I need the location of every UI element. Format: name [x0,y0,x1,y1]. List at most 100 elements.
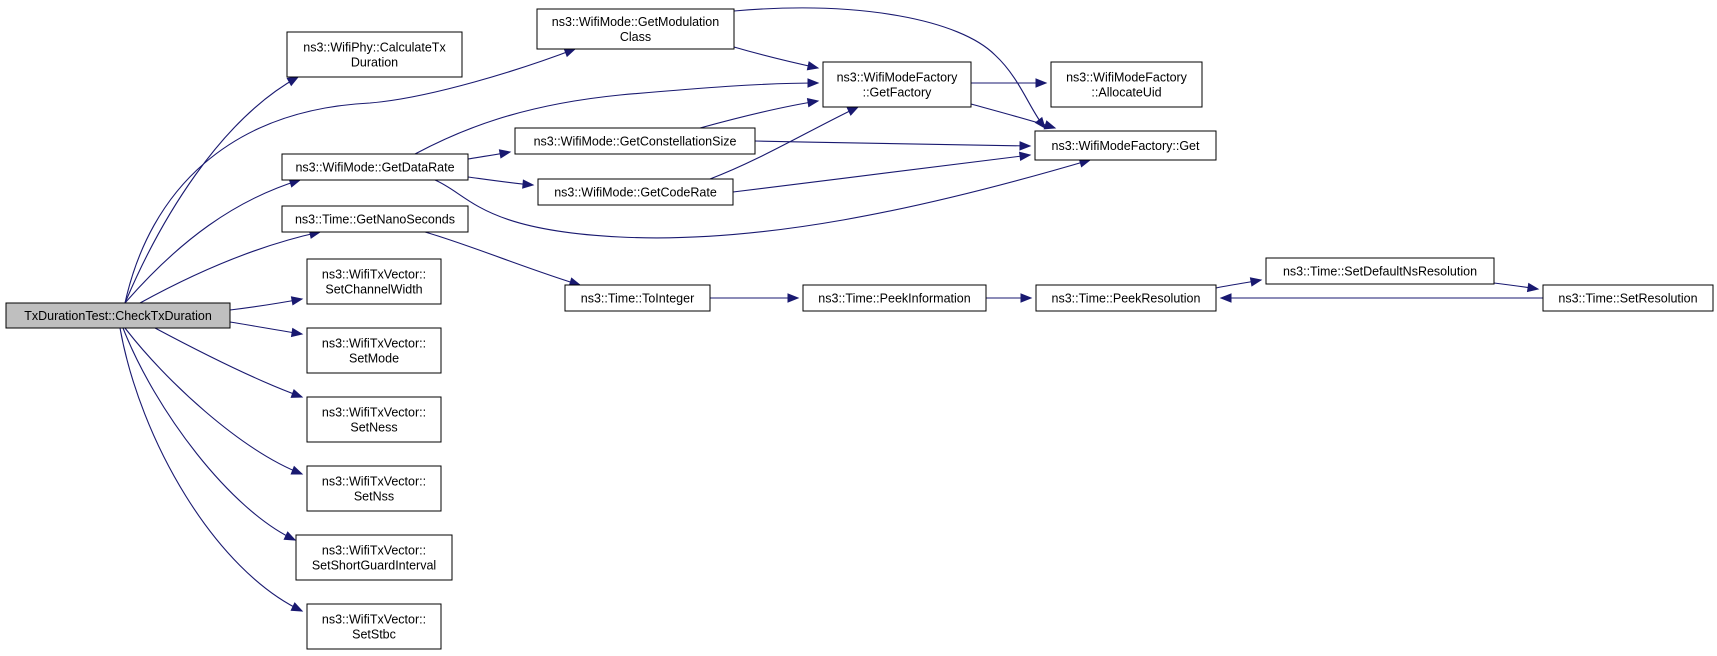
edge-line [434,159,1091,239]
arrowhead [1249,277,1263,287]
node-get-factory[interactable]: ns3::WifiModeFactory::GetFactory [822,61,972,108]
arrowhead [806,61,820,71]
node-box [306,258,442,305]
edge-line [699,100,819,129]
edge-set-default-ns-resolution-to-set-resolution [1493,282,1540,293]
node-set-mode[interactable]: ns3::WifiTxVector::SetMode [306,327,442,374]
edge-line [970,103,1056,129]
node-label: ns3::WifiModeFactory::Get [1052,139,1200,153]
call-nodes: TxDurationTest::CheckTxDurationns3::Wifi… [5,8,1714,650]
edge-peek-resolution-to-set-default-ns-resolution [1215,277,1263,289]
node-peek-information[interactable]: ns3::Time::PeekInformation [802,284,987,312]
call-edges [119,7,1543,612]
arrowhead [286,76,300,87]
edge-check-tx-duration-to-set-short-guard-interval [122,327,297,541]
node-set-ness[interactable]: ns3::WifiTxVector::SetNess [306,396,442,443]
arrowhead [846,106,860,116]
edge-get-constellation-size-to-get-factory [699,97,820,129]
arrowhead [563,48,577,58]
node-set-default-ns-resolution[interactable]: ns3::Time::SetDefaultNsResolution [1265,257,1495,285]
node-box [536,8,735,50]
arrowhead [290,388,304,398]
node-set-short-guard-interval[interactable]: ns3::WifiTxVector::SetShortGuardInterval [295,534,453,581]
edge-check-tx-duration-to-set-stbc [119,327,304,612]
arrowhead [290,296,304,306]
node-check-tx-duration[interactable]: TxDurationTest::CheckTxDuration [5,302,231,329]
edge-get-data-rate-to-get-constellation-size [467,149,512,160]
node-label: ns3::WifiMode::GetConstellationSize [534,135,737,149]
node-box [1034,130,1217,161]
edge-get-factory-to-factory-get [970,103,1057,130]
edge-get-factory-to-allocate-uid [971,78,1048,88]
node-box [1265,257,1495,285]
node-label: SetNss [354,490,394,504]
node-box [1050,61,1203,108]
node-box [286,31,463,78]
node-box [281,153,469,181]
node-box [822,61,972,108]
node-factory-get[interactable]: ns3::WifiModeFactory::Get [1034,130,1217,161]
node-label: ns3::Time::SetResolution [1558,292,1697,306]
edge-line [754,140,1031,147]
node-set-channel-width[interactable]: ns3::WifiTxVector::SetChannelWidth [306,258,442,305]
edge-get-modulation-class-to-get-factory [733,46,820,71]
node-set-stbc[interactable]: ns3::WifiTxVector::SetStbc [306,603,442,650]
edge-get-data-rate-to-get-code-rate [467,176,535,189]
node-label: ns3::Time::PeekResolution [1052,292,1201,306]
node-get-nano-seconds[interactable]: ns3::Time::GetNanoSeconds [281,205,469,233]
node-get-code-rate[interactable]: ns3::WifiMode::GetCodeRate [537,178,734,206]
node-label: SetStbc [352,628,396,642]
edge-to-integer-to-peek-information [709,293,800,303]
node-box [514,127,756,155]
edge-check-tx-duration-to-calculate-tx-duration [124,76,300,304]
node-set-resolution[interactable]: ns3::Time::SetResolution [1542,284,1714,312]
node-box [5,302,231,329]
edge-line [124,327,303,475]
arrowhead [1018,151,1032,162]
node-get-constellation-size[interactable]: ns3::WifiMode::GetConstellationSize [514,127,756,155]
node-set-nss[interactable]: ns3::WifiTxVector::SetNss [306,465,442,512]
arrowhead [1020,293,1033,303]
edge-check-tx-duration-to-get-nano-seconds [139,229,322,304]
node-label: ns3::WifiMode::GetDataRate [295,161,454,175]
edge-get-constellation-size-to-factory-get [754,140,1032,151]
node-allocate-uid[interactable]: ns3::WifiModeFactory::AllocateUid [1050,61,1203,108]
arrowhead [1526,282,1540,293]
node-label: ns3::WifiTxVector:: [322,406,426,420]
node-box [306,327,442,374]
node-label: ns3::WifiModeFactory [837,71,959,85]
arrowhead [522,179,535,189]
node-label: ns3::Time::PeekInformation [818,292,970,306]
edge-check-tx-duration-to-set-ness [154,327,304,398]
node-label: ns3::WifiTxVector:: [322,475,426,489]
node-label: SetMode [349,352,399,366]
edge-line [154,327,303,398]
arrowhead [290,602,304,612]
node-label: SetNess [350,421,397,435]
node-get-data-rate[interactable]: ns3::WifiMode::GetDataRate [281,153,469,181]
node-box [1542,284,1714,312]
edge-line [732,154,1031,193]
node-box [295,534,453,581]
arrowhead [290,327,304,338]
node-label: ns3::WifiTxVector:: [322,337,426,351]
edge-line [139,231,321,304]
node-label: ns3::WifiTxVector:: [322,268,426,282]
edge-check-tx-duration-to-set-mode [229,321,304,338]
edge-check-tx-duration-to-set-nss [124,327,304,475]
edge-line [414,82,819,155]
node-label: TxDurationTest::CheckTxDuration [24,309,212,323]
edge-check-tx-duration-to-get-data-rate [124,178,302,304]
edge-line [709,106,859,180]
edge-set-resolution-to-peek-resolution [1219,293,1543,303]
arrowhead [290,465,304,475]
node-box [306,396,442,443]
node-peek-resolution[interactable]: ns3::Time::PeekResolution [1035,284,1217,312]
node-to-integer[interactable]: ns3::Time::ToInteger [564,284,711,312]
arrowhead [1043,120,1057,130]
edge-line [124,48,576,304]
node-box [281,205,469,233]
